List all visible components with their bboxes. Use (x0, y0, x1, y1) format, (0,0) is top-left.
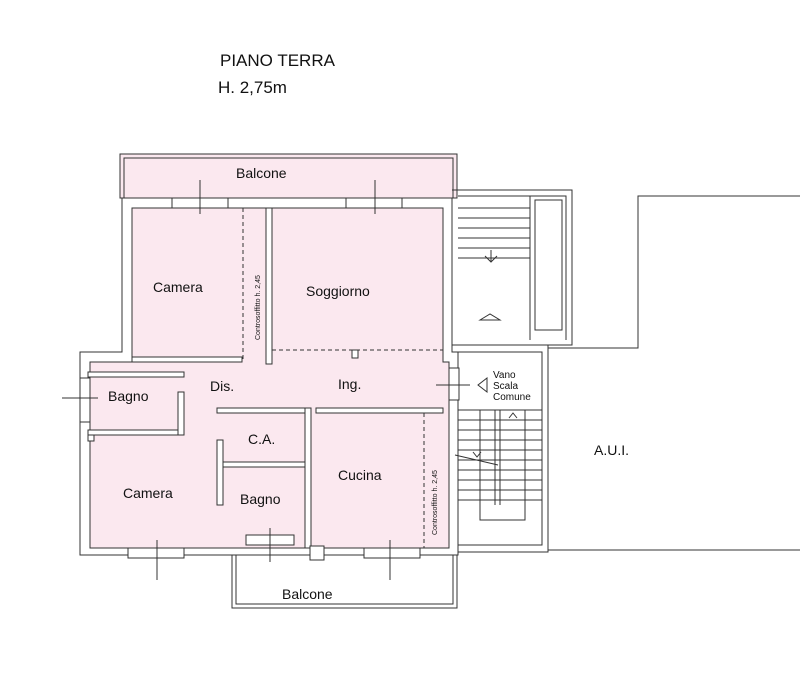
adjacent-unit: A.U.I. (547, 195, 800, 551)
room-label: Camera (153, 279, 203, 295)
interior-walls (87, 207, 444, 561)
room-label: Cucina (338, 467, 382, 483)
windows (62, 180, 470, 580)
room-label: Bagno (108, 388, 149, 404)
stairwell-label: Scala (493, 381, 518, 392)
room-label: Ing. (338, 376, 361, 392)
stairwell-label: Vano (493, 370, 516, 381)
stairwell: Vano Scala Comune (452, 189, 573, 553)
room-label: A.U.I. (594, 442, 629, 458)
room-label: Dis. (210, 378, 234, 394)
ceiling-height: H. 2,75m (218, 78, 287, 97)
room-label: C.A. (248, 431, 275, 447)
apartment-walls (79, 197, 459, 556)
room-label: Bagno (240, 491, 281, 507)
room-label: Balcone (236, 165, 287, 181)
controsoffitto-note: Controsoffitto h. 2,45 (255, 275, 262, 340)
plan-title: PIANO TERRA (220, 51, 336, 70)
room-label: Balcone (282, 586, 333, 602)
controsoffitto-note: Controsoffitto h. 2,45 (432, 470, 439, 535)
stairwell-label: Comune (493, 392, 531, 403)
room-label: Camera (123, 485, 173, 501)
balcony-bottom: Balcone (231, 555, 458, 609)
room-label: Soggiorno (306, 283, 370, 299)
balcony-top: Balcone (119, 153, 458, 199)
